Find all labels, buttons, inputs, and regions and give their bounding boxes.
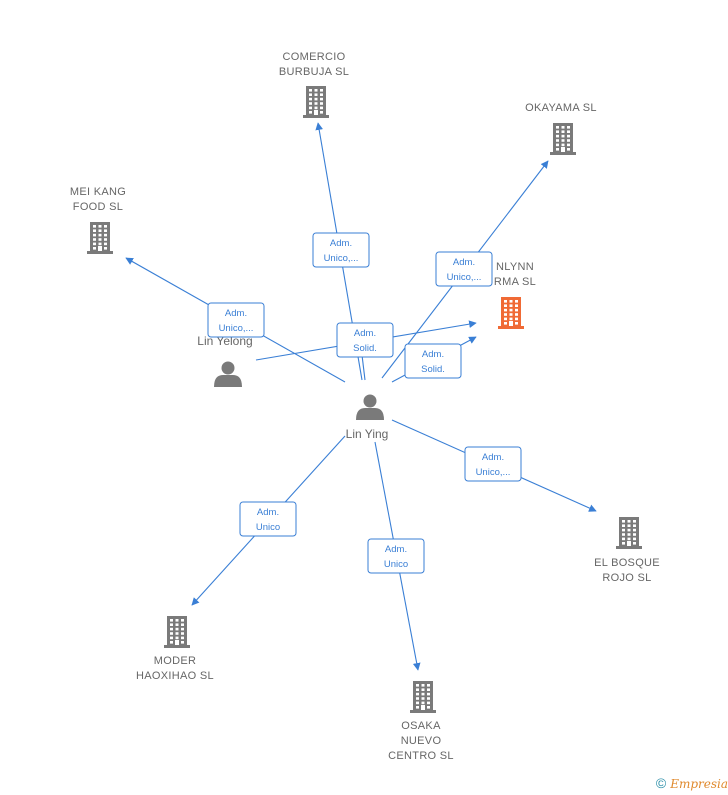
company-node-osaka[interactable]: OSAKA NUEVO CENTRO SL: [388, 681, 454, 762]
company-node-bosque[interactable]: EL BOSQUE ROJO SL: [594, 517, 660, 584]
company-label: FOOD SL: [73, 201, 123, 213]
company-label: COMERCIO: [283, 51, 346, 63]
relation-label-r-osaka[interactable]: Adm. Unico: [367, 538, 425, 574]
company-node-comercio[interactable]: COMERCIO BURBUJA SL: [279, 51, 349, 118]
relation-label-r-okayama[interactable]: Adm. Unico,...: [435, 251, 493, 287]
edge-connector: [361, 354, 366, 381]
relation-label-text: Unico,...: [219, 323, 254, 334]
relation-label-r-yelong[interactable]: Adm. Solid.: [336, 322, 394, 358]
person-node-linying[interactable]: Lin Ying: [346, 394, 389, 442]
relation-label-text: Unico,...: [476, 467, 511, 478]
company-label: MEI KANG: [70, 186, 126, 198]
company-label: ROJO SL: [602, 572, 651, 584]
building-icon: [303, 86, 329, 118]
building-icon: [616, 517, 642, 549]
relation-label-r-ying-inlynn[interactable]: Adm. Solid.: [404, 343, 462, 379]
copyright-symbol: ©: [655, 775, 667, 791]
relation-label-box: [464, 446, 522, 482]
company-label: EL BOSQUE: [594, 557, 660, 569]
relation-label-box: [312, 232, 370, 268]
company-label: NUEVO: [401, 735, 442, 747]
building-icon: [164, 616, 190, 648]
relation-label-box: [207, 302, 265, 338]
relation-label-text: Adm.: [225, 308, 247, 319]
person-node-linyelong[interactable]: Lin Yelong: [197, 334, 253, 387]
company-label: RMA SL: [494, 276, 536, 288]
relation-label-box: [336, 322, 394, 358]
building-icon: [498, 297, 524, 329]
person-icon: [356, 394, 384, 420]
company-node-meikang[interactable]: MEI KANG FOOD SL: [70, 186, 126, 254]
company-label: OSAKA: [401, 720, 441, 732]
company-label: NLYNN: [496, 261, 534, 273]
relation-label-text: Unico,...: [447, 272, 482, 283]
relation-label-text: Solid.: [421, 364, 445, 375]
company-label: BURBUJA SL: [279, 66, 349, 78]
company-label: CENTRO SL: [388, 750, 454, 762]
relation-label-text: Adm.: [453, 257, 475, 268]
company-label: HAOXIHAO SL: [136, 670, 214, 682]
edges-layer: [125, 122, 597, 671]
person-icon: [214, 361, 242, 387]
building-icon: [87, 222, 113, 254]
relation-label-r-bosque[interactable]: Adm. Unico,...: [464, 446, 522, 482]
relation-label-text: Unico: [256, 522, 280, 533]
brand-watermark: ©Empresia: [656, 775, 728, 791]
relation-label-text: Unico: [384, 559, 408, 570]
relation-label-r-moder[interactable]: Adm. Unico: [239, 501, 297, 537]
relation-label-r-meikang[interactable]: Adm. Unico,...: [207, 302, 265, 338]
relation-label-box: [367, 538, 425, 574]
company-node-inlynn[interactable]: NLYNN RMA SL: [494, 261, 536, 329]
building-icon: [410, 681, 436, 713]
building-icon: [550, 123, 576, 155]
nodes-layer: COMERCIO BURBUJA SL OKAYAMA SL MEI KANG FOOD…: [70, 51, 660, 762]
company-label: MODER: [154, 655, 196, 667]
relation-labels-layer: Adm.Unico,...Adm.Unico,...Adm.Unico,...A…: [207, 232, 522, 574]
relation-label-r-comercio[interactable]: Adm. Unico,...: [312, 232, 370, 268]
company-label: OKAYAMA SL: [525, 102, 597, 114]
relation-label-box: [435, 251, 493, 287]
relation-label-text: Adm.: [354, 328, 376, 339]
person-label: Lin Ying: [346, 427, 389, 441]
relation-label-text: Adm.: [422, 349, 444, 360]
relation-label-text: Adm.: [385, 544, 407, 555]
relation-label-box: [239, 501, 297, 537]
relation-label-text: Solid.: [353, 343, 377, 354]
company-node-moder[interactable]: MODER HAOXIHAO SL: [136, 616, 214, 682]
relation-label-text: Unico,...: [324, 253, 359, 264]
relation-label-text: Adm.: [482, 452, 504, 463]
company-node-okayama[interactable]: OKAYAMA SL: [525, 102, 597, 155]
relation-label-text: Adm.: [330, 238, 352, 249]
relation-label-box: [404, 343, 462, 379]
brand-name: Empresia: [670, 777, 728, 791]
relation-label-text: Adm.: [257, 507, 279, 518]
